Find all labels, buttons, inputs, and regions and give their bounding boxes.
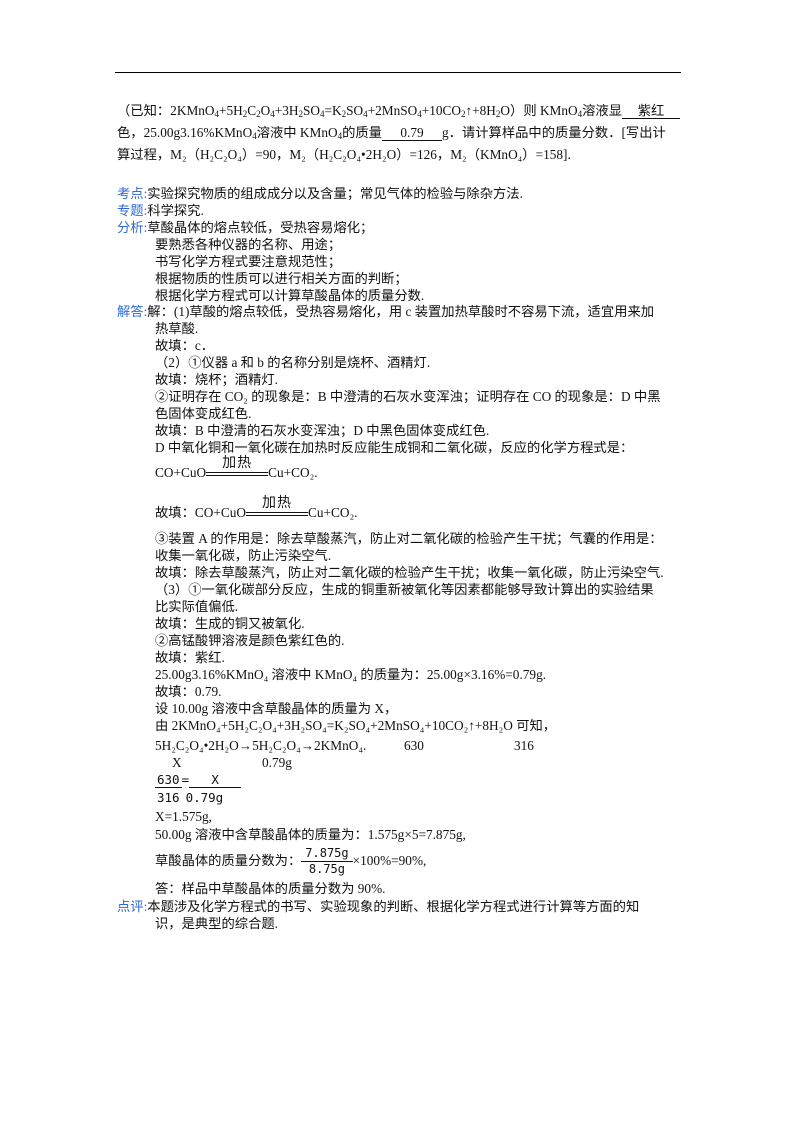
ratio-line-formula: 5H₂C₂O₄•2H₂O→5H₂C₂O₄→2KMnO₄. [155, 738, 367, 753]
ratio-value-630: 630 [404, 738, 424, 753]
jieda-line-25: 50.00g 溶液中含草酸晶体的质量为：1.575g×5=7.875g, [155, 827, 466, 842]
jieda-answer: 答：样品中草酸晶体的质量分数为 90%. [155, 881, 386, 896]
label-fenxi: 分析: [117, 220, 148, 235]
answer-blank-color: 紫红 [622, 104, 681, 119]
label-zhuanti: 专题: [117, 203, 148, 218]
label-dianping: 点评: [117, 899, 148, 914]
zhuanti-line: 专题:科学探究. [117, 203, 204, 218]
header-rule [115, 72, 681, 73]
dianping-line-2: 识，是典型的综合题. [155, 916, 278, 931]
jieda-line-13: （3）①一氧化碳部分反应，生成的铜重新被氧化等因素都能够导致计算出的实验结果 [155, 582, 654, 597]
jieda-line-19: 故填：0.79. [155, 684, 222, 699]
jieda-line-12: 故填：除去草酸蒸汽，防止对二氧化碳的检验产生干扰；收集一氧化碳，防止污染空气. [155, 565, 664, 580]
jieda-line-10: ③装置 A 的作用是：除去草酸蒸汽，防止对二氧化碳的检验产生干扰；气囊的作用是： [155, 531, 663, 546]
jieda-line-24: X=1.575g, [155, 809, 212, 824]
heat-condition: 加热 [206, 456, 269, 482]
question-line-3: 算过程，M₂（H₂C₂O₄）=90，M₂（H₂C₂O₄•2H₂O）=126，M₂… [117, 147, 571, 162]
fenxi-line-4: 根据物质的性质可以进行相关方面的判断； [155, 271, 408, 286]
jieda-line-17: 故填：紫红. [155, 650, 225, 665]
jieda-line-9: D 中氧化铜和一氧化碳在加热时反应能生成铜和二氧化碳，反应的化学方程式是： [155, 440, 634, 455]
kaodian-line: 考点:实验探究物质的组成成分以及含量；常见气体的检验与除杂方法. [117, 186, 523, 201]
jieda-line-7: 色固体变成红色. [155, 406, 252, 421]
proportion-top: 630=X [155, 772, 242, 788]
jieda-line-3: 故填：c． [155, 338, 215, 353]
label-kaodian: 考点: [117, 186, 148, 201]
jieda-line-21: 由 2KMnO₄+5H₂C₂O₄+3H₂SO₄=K₂SO₄+2MnSO₄+10C… [155, 718, 557, 733]
heat-condition-answer: 加热 [245, 496, 308, 522]
fenxi-line-2: 要熟悉各种仪器的名称、用途； [155, 237, 342, 252]
jieda-line-4: （2）①仪器 a 和 b 的名称分别是烧杯、酒精灯. [155, 355, 431, 370]
jieda-line-6: ②证明存在 CO₂ 的现象是：B 中澄清的石灰水变浑浊；证明存在 CO 的现象是… [155, 389, 661, 404]
jieda-line-5: 故填：烧杯；酒精灯. [155, 372, 278, 387]
jieda-line-15: 故填：生成的铜又被氧化. [155, 616, 305, 631]
jieda-line-14: 比实际值偏低. [155, 599, 239, 614]
jieda-line-8: 故填：B 中澄清的石灰水变浑浊；D 中黑色固体变成红色. [155, 423, 490, 438]
question-line-1: （已知：2KMnO4+5H2C2O4+3H2SO4=K2SO4+2MnSO4+1… [117, 102, 681, 120]
fenxi-line-1: 分析:草酸晶体的熔点较低，受热容易熔化； [117, 220, 374, 235]
dianping-line-1: 点评:本题涉及化学方程式的书写、实验现象的判断、根据化学方程式进行计算等方面的知 [117, 899, 640, 914]
jieda-line-1: 解答:解：(1)草酸的熔点较低，受热容易熔化，用 c 装置加热草酸时不容易下流，… [117, 304, 655, 319]
ratio-unknown-x: X [172, 755, 182, 770]
ratio-value-316: 316 [514, 738, 534, 753]
label-jieda: 解答: [117, 304, 148, 319]
jieda-line-18: 25.00g3.16%KMnO₄ 溶液中 KMnO₄ 的质量为：25.00g×3… [155, 667, 547, 682]
jieda-line-11: 收集一氧化碳，防止污染空气. [155, 548, 332, 563]
jieda-line-20: 设 10.00g 溶液中含草酸晶体的质量为 X， [155, 701, 398, 716]
fenxi-line-5: 根据化学方程式可以计算草酸晶体的质量分数. [155, 288, 425, 303]
jieda-line-16: ②高锰酸钾溶液是颜色紫红色的. [155, 633, 345, 648]
ratio-known-mass: 0.79g [262, 755, 292, 770]
answer-blank-mass: 0.79 [381, 126, 442, 141]
jieda-line-2: 热草酸. [155, 321, 199, 336]
fenxi-line-3: 书写化学方程式要注意规范性； [155, 254, 342, 269]
